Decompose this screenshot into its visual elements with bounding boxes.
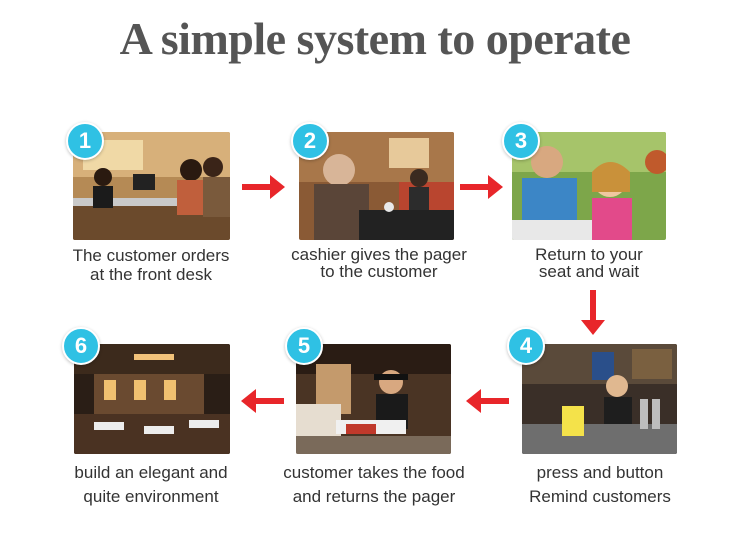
step-1-caption-line1: The customer orders [72,246,230,265]
step-1-badge: 1 [66,122,104,160]
step-3-caption: Return to your seat and wait [479,246,699,280]
step-1-caption-line2: at the front desk [90,265,212,284]
arrow-left-icon-1 [466,389,509,413]
step-2-caption-line2: to the customer [320,262,438,281]
step-2-caption: cashier gives the pager to the customer [269,246,489,280]
step-1-caption: The customer orders at the front desk [41,246,261,284]
step-3-caption-line1: Return to your [535,245,643,264]
step-3-caption-line2: seat and wait [538,262,640,281]
step-4-caption: press and button Remind customers [490,461,710,509]
step-6-badge: 6 [62,327,100,365]
step-4-badge: 4 [507,327,545,365]
step-4-caption-line1: press and button [536,463,664,482]
step-4-photo [522,344,677,454]
step-6-caption-line2: quite environment [83,487,219,506]
arrow-right-icon-1 [242,175,285,199]
step-6-photo [74,344,230,454]
step-6-caption: build an elegant and quite environment [41,461,261,509]
step-1-photo [73,132,230,240]
step-5-caption: customer takes the food and returns the … [264,461,484,509]
step-3-photo [512,132,666,240]
step-5-caption-line2: and returns the pager [292,487,456,506]
step-5-caption-line1: customer takes the food [283,463,465,482]
page-title: A simple system to operate [119,13,631,64]
arrow-down-icon [581,290,605,335]
step-5-photo [296,344,451,454]
arrow-left-icon-2 [241,389,284,413]
step-5-badge: 5 [285,327,323,365]
step-2-badge: 2 [291,122,329,160]
step-2-caption-line1: cashier gives the pager [291,245,467,264]
arrow-right-icon-2 [460,175,503,199]
step-6-caption-line1: build an elegant and [74,463,228,482]
step-3-badge: 3 [502,122,540,160]
step-4-caption-line2: Remind customers [529,487,671,506]
